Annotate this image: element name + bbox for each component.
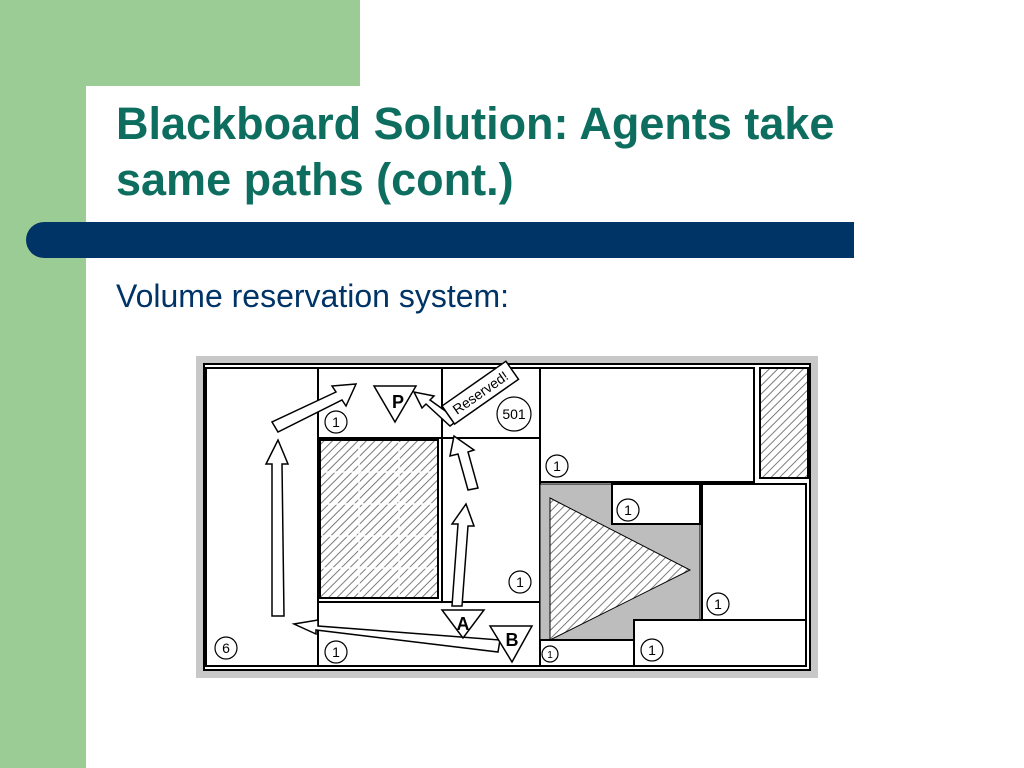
left-accent-band	[0, 0, 86, 768]
volume-label-bottom-small: 1	[547, 650, 553, 661]
path-arrow-left-up	[264, 438, 290, 617]
volume-label-bottom-left: 1	[332, 644, 340, 660]
slide-subtitle: Volume reservation system:	[116, 278, 510, 314]
volume-label-center-right-top: 1	[553, 458, 561, 474]
volume-circle-small-box	[616, 498, 640, 522]
path-arrows	[264, 383, 501, 653]
volume-circle-left-column	[214, 636, 238, 660]
volume-label-bottom-right: 1	[648, 642, 656, 658]
volume-label-left-column: 6	[222, 640, 230, 656]
region-bottom-small	[539, 639, 635, 667]
title-underline-bar	[26, 222, 854, 258]
path-arrow-from-a	[450, 502, 476, 607]
path-arrow-right-curve	[449, 434, 479, 491]
content-corner	[86, 86, 206, 206]
obstacle-triangle	[549, 497, 692, 641]
building-grid	[322, 442, 436, 596]
volume-circle-center-right-bottom	[508, 570, 532, 594]
volume-label-right-mid: 1	[714, 596, 722, 612]
agent-p-label: P	[392, 392, 404, 412]
top-accent-band	[0, 0, 360, 86]
volume-circle-center-right-top	[545, 454, 569, 478]
agent-b-label: B	[506, 630, 519, 650]
agent-p-marker	[372, 385, 418, 424]
volume-circle-bottom-right	[640, 638, 664, 662]
volume-circle-bottom-small	[541, 645, 559, 663]
agent-a-label: A	[457, 614, 470, 634]
volume-label-top-left: 1	[332, 414, 340, 430]
title-line-1: Blackboard Solution: Agents take	[116, 98, 835, 149]
obstacle-building	[319, 439, 439, 599]
path-arrow-from-b	[291, 619, 501, 653]
region-top-right-large	[539, 367, 755, 483]
agent-b-marker	[488, 625, 534, 664]
title-line-2: same paths (cont.)	[116, 154, 514, 205]
volume-label-top-right: 501	[502, 406, 526, 422]
volume-reservation-diagram: Reserved! P A B 6 1 501 1 1 1 1 1 1 1	[196, 356, 818, 678]
volume-circle-bottom-left	[324, 640, 348, 664]
volume-circle-right-mid	[706, 592, 730, 616]
volume-circle-top-left	[324, 410, 348, 434]
agent-a-marker	[440, 609, 486, 640]
volume-label-small-box: 1	[624, 502, 632, 518]
obstacle-top-right	[759, 367, 809, 479]
path-arrow-top-diagonal	[270, 383, 358, 433]
volume-circle-top-right	[496, 396, 532, 432]
volume-label-center-right-bottom: 1	[516, 574, 524, 590]
slide-title: Blackboard Solution: Agents take same pa…	[116, 96, 996, 208]
